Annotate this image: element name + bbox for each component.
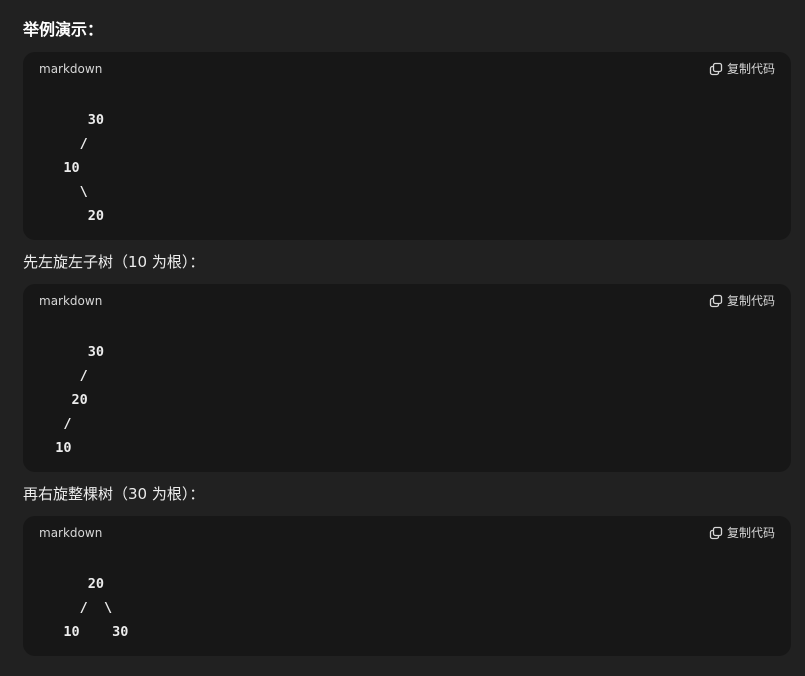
code-line: 20	[39, 208, 105, 224]
code-language-label: markdown	[39, 526, 103, 540]
code-block: markdown 复制代码 30 / 10 \ 20	[23, 52, 791, 240]
code-block-header: markdown 复制代码	[23, 516, 791, 550]
code-line: \	[39, 184, 88, 200]
copy-code-button[interactable]: 复制代码	[709, 525, 775, 541]
copy-code-button[interactable]: 复制代码	[709, 293, 775, 309]
code-line: 30	[39, 112, 105, 128]
section-heading: 先左旋左子树（10 为根）：	[23, 253, 205, 271]
code-line: /	[39, 368, 88, 384]
code-block: markdown 复制代码 20 / \ 10 30	[23, 516, 791, 656]
code-content: 30 / 10 \ 20	[23, 86, 791, 228]
code-block: markdown 复制代码 30 / 20 / 10	[23, 284, 791, 472]
code-line: /	[39, 136, 88, 152]
copy-code-label: 复制代码	[726, 62, 775, 76]
code-line: 10	[39, 160, 80, 176]
section-heading: 举例演示：	[23, 20, 104, 39]
code-language-label: markdown	[39, 62, 103, 76]
code-line: 10	[39, 440, 72, 456]
code-block-header: markdown 复制代码	[23, 52, 791, 86]
code-line: / \	[39, 600, 113, 616]
code-line: 10 30	[39, 624, 129, 640]
copy-code-button[interactable]: 复制代码	[709, 61, 775, 77]
copy-icon	[709, 62, 723, 76]
copy-code-label: 复制代码	[726, 526, 775, 540]
code-line: 20	[39, 576, 105, 592]
copy-code-label: 复制代码	[726, 294, 775, 308]
copy-icon	[709, 294, 723, 308]
section-heading: 再右旋整棵树（30 为根）：	[23, 485, 205, 503]
code-block-header: markdown 复制代码	[23, 284, 791, 318]
code-content: 20 / \ 10 30	[23, 550, 791, 644]
code-content: 30 / 20 / 10	[23, 318, 791, 460]
message-content: 举例演示： markdown 复制代码 30 / 10 \ 20 先左旋左子树（…	[23, 0, 791, 656]
code-line: 20	[39, 392, 88, 408]
code-language-label: markdown	[39, 294, 103, 308]
copy-icon	[709, 526, 723, 540]
code-line: 30	[39, 344, 105, 360]
code-line: /	[39, 416, 72, 432]
